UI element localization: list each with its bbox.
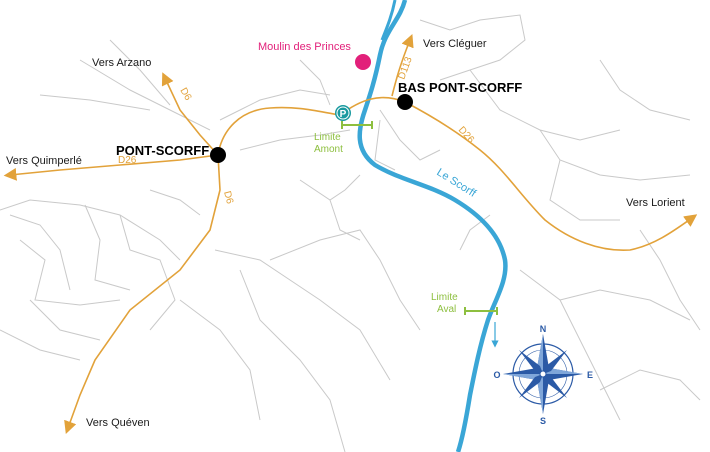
limit-amont-line1: Limite [314,132,341,143]
limit-amont-line2: Amont [314,144,343,155]
compass-east: E [587,370,593,380]
dest-cleguer: Vers Cléguer [423,38,487,50]
departmental-roads [3,34,698,435]
road-label-d6-north: D6 [177,86,193,103]
road-label-d26-west: D26 [118,155,137,166]
river-scorff-tributary [380,0,397,41]
minor-roads [0,14,701,452]
road-label-d6-south: D6 [221,190,235,206]
compass-west: O [493,370,500,380]
parking-icon[interactable]: P [335,105,351,121]
compass-south: S [540,416,546,426]
poi-label-moulin: Moulin des Princes [258,41,351,53]
limit-aval-line2: Aval [437,304,456,315]
river-scorff [357,0,508,452]
road-label-d26-east: D26 [456,125,477,146]
compass-rose-icon [503,334,583,414]
dest-lorient: Vers Lorient [626,197,685,209]
dest-arzano: Vers Arzano [92,57,151,69]
limit-amont-marker [341,121,373,129]
dest-quimperle: Vers Quimperlé [6,155,82,167]
limit-aval-marker [464,307,498,315]
road-label-d113: D113 [396,55,414,81]
town-label-bas-pont-scorff: BAS PONT-SCORFF [398,80,522,95]
town-dot-bas-pont-scorff [397,94,413,110]
compass-north: N [540,324,547,334]
dest-queven: Vers Quéven [86,417,150,429]
svg-text:P: P [340,109,347,120]
limit-aval-line1: Limite [431,292,458,303]
poi-dot-moulin [355,54,371,70]
town-label-pont-scorff: PONT-SCORFF [116,143,209,158]
town-dot-pont-scorff [210,147,226,163]
